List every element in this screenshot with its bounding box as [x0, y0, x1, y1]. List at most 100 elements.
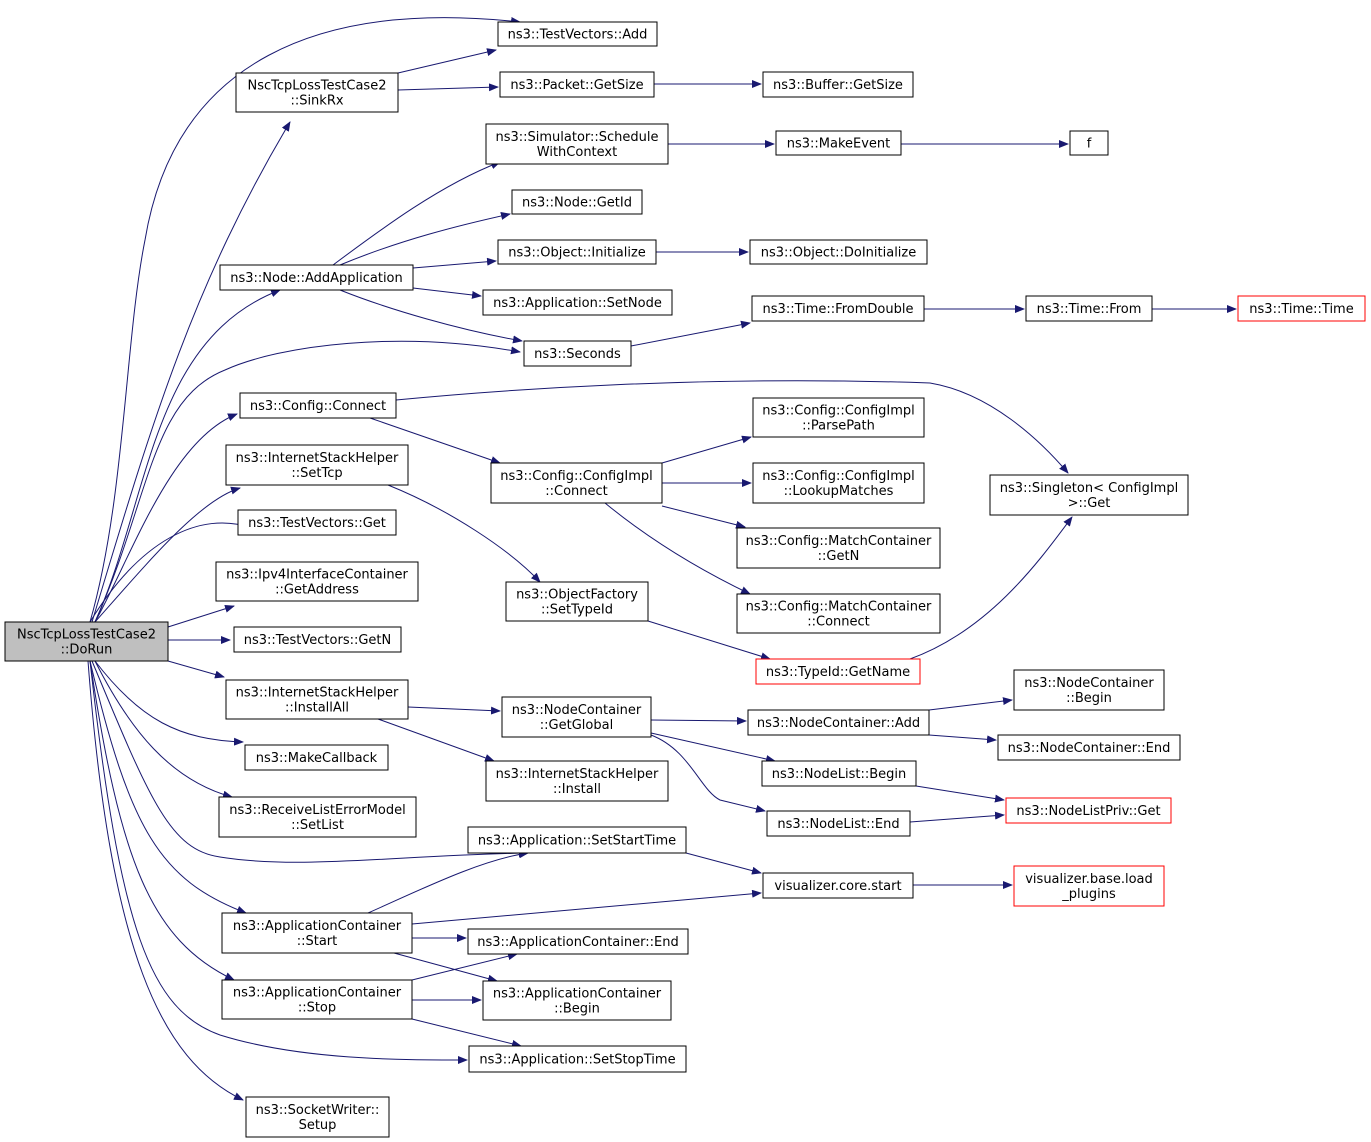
node-box: [225, 444, 409, 486]
node-label: ns3::SocketWriter::: [256, 1103, 380, 1118]
node-rlem-setlist[interactable]: ns3::ReceiveListErrorModel::SetList: [218, 796, 417, 838]
node-object-doinitialize[interactable]: ns3::Object::DoInitialize: [749, 239, 928, 265]
call-edge: [397, 83, 499, 92]
node-ac-begin[interactable]: ns3::ApplicationContainer::Begin: [482, 980, 672, 1021]
call-edge: [928, 697, 1013, 711]
node-label: ns3::MakeCallback: [256, 751, 378, 766]
node-f[interactable]: f: [1069, 130, 1109, 156]
node-node-addapplication[interactable]: ns3::Node::AddApplication: [219, 264, 414, 291]
call-edge: [94, 660, 233, 799]
node-box: [218, 796, 417, 838]
call-edge: [387, 484, 541, 583]
node-time-time[interactable]: ns3::Time::Time: [1237, 295, 1366, 322]
node-ish-settcp[interactable]: ns3::InternetStackHelper::SetTcp: [225, 444, 409, 486]
node-label: ns3::Config::MatchContainer: [746, 534, 932, 549]
node-sinkrx[interactable]: NscTcpLossTestCase2::SinkRx: [235, 72, 399, 113]
node-box: [1025, 295, 1153, 322]
node-label: ns3::Time::FromDouble: [763, 302, 914, 317]
node-configimpl-connect[interactable]: ns3::Config::ConfigImpl::Connect: [490, 462, 663, 504]
node-label: ns3::ApplicationContainer: [233, 986, 402, 1001]
node-config-connect[interactable]: ns3::Config::Connect: [239, 392, 397, 419]
node-label: ::GetAddress: [275, 583, 359, 598]
node-box: [4, 621, 169, 662]
node-buffer-getsize[interactable]: ns3::Buffer::GetSize: [762, 71, 914, 98]
node-box: [482, 289, 673, 316]
node-label: ::SetTypeId: [541, 603, 613, 618]
node-nc-add[interactable]: ns3::NodeContainer::Add: [747, 709, 930, 736]
node-seconds[interactable]: ns3::Seconds: [523, 340, 632, 367]
node-app-setstarttime[interactable]: ns3::Application::SetStartTime: [467, 826, 687, 854]
node-configimpl-lookupmatches[interactable]: ns3::Config::ConfigImpl::LookupMatches: [752, 462, 925, 504]
node-socketwriter-setup[interactable]: ns3::SocketWriter::Setup: [245, 1096, 390, 1138]
node-label: ns3::NodeContainer: [1024, 676, 1154, 691]
node-nodelistpriv-get[interactable]: ns3::NodeListPriv::Get: [1005, 797, 1172, 824]
node-packet-getsize[interactable]: ns3::Packet::GetSize: [499, 71, 655, 98]
call-edge: [89, 660, 235, 981]
node-nc-getglobal[interactable]: ns3::NodeContainer::GetGlobal: [501, 696, 652, 738]
node-visualizer-load[interactable]: visualizer.base.load_plugins: [1013, 865, 1165, 907]
node-label: ::SinkRx: [290, 94, 343, 109]
call-edge: [411, 952, 518, 981]
node-objectfactory-settypeid[interactable]: ns3::ObjectFactory::SetTypeId: [505, 581, 649, 622]
node-label: ::LookupMatches: [784, 484, 894, 499]
node-label: ns3::ReceiveListErrorModel: [229, 803, 405, 818]
node-application-setnode[interactable]: ns3::Application::SetNode: [482, 289, 673, 316]
node-box: [233, 626, 402, 653]
node-ish-install[interactable]: ns3::InternetStackHelper::Install: [485, 760, 669, 802]
call-edge: [395, 380, 1069, 474]
node-label: ns3::Seconds: [534, 347, 621, 362]
node-label: ::Stop: [298, 1001, 336, 1016]
call-edge: [650, 732, 776, 763]
node-box: [775, 130, 902, 156]
node-box: [244, 744, 389, 771]
node-nc-end[interactable]: ns3::NodeContainer::End: [997, 734, 1181, 761]
node-box: [736, 527, 941, 569]
node-label: ::Connect: [807, 615, 870, 630]
call-edge: [661, 505, 746, 529]
node-root[interactable]: NscTcpLossTestCase2::DoRun: [4, 621, 169, 662]
call-edge: [94, 289, 281, 623]
node-nodelist-begin[interactable]: ns3::NodeList::Begin: [761, 760, 917, 787]
node-box: [467, 826, 687, 854]
node-time-from[interactable]: ns3::Time::From: [1025, 295, 1153, 322]
node-ipv4-getaddress[interactable]: ns3::Ipv4InterfaceContainer::GetAddress: [215, 561, 419, 602]
node-object-initialize[interactable]: ns3::Object::Initialize: [497, 239, 657, 265]
node-node-getid[interactable]: ns3::Node::GetId: [511, 189, 643, 215]
node-time-fromdouble[interactable]: ns3::Time::FromDouble: [751, 295, 925, 322]
node-box: [485, 123, 669, 165]
node-label: visualizer.base.load: [1025, 872, 1153, 887]
node-make-callback[interactable]: ns3::MakeCallback: [244, 744, 389, 771]
node-tv-getn[interactable]: ns3::TestVectors::GetN: [233, 626, 402, 653]
node-nodelist-end[interactable]: ns3::NodeList::End: [766, 810, 911, 837]
node-label: ::SetList: [291, 818, 344, 833]
node-box: [501, 696, 652, 738]
node-box: [761, 760, 917, 787]
node-visualizer-start[interactable]: visualizer.core.start: [762, 872, 914, 899]
node-label: _plugins: [1061, 887, 1116, 902]
node-ac-start[interactable]: ns3::ApplicationContainer::Start: [221, 912, 413, 954]
node-ac-end[interactable]: ns3::ApplicationContainer::End: [467, 928, 689, 955]
node-typeid-getname[interactable]: ns3::TypeId::GetName: [755, 658, 921, 685]
call-edge: [604, 502, 751, 595]
node-configimpl-parsepath[interactable]: ns3::Config::ConfigImpl::ParsePath: [752, 397, 925, 438]
node-make-event[interactable]: ns3::MakeEvent: [775, 130, 902, 156]
node-tv-get[interactable]: ns3::TestVectors::Get: [237, 509, 397, 536]
call-edge: [89, 660, 247, 914]
node-matchcontainer-connect[interactable]: ns3::Config::MatchContainer::Connect: [736, 593, 941, 634]
node-ac-stop[interactable]: ns3::ApplicationContainer::Stop: [221, 979, 413, 1020]
node-matchcontainer-getn[interactable]: ns3::Config::MatchContainer::GetN: [736, 527, 941, 569]
node-label: ns3::Packet::GetSize: [510, 78, 643, 93]
node-label: ::Start: [297, 934, 338, 949]
node-box: [1005, 797, 1172, 824]
node-label: ns3::ApplicationContainer: [493, 987, 662, 1002]
node-app-setstoptime[interactable]: ns3::Application::SetStopTime: [468, 1045, 687, 1073]
node-label: >::Get: [1068, 496, 1111, 511]
node-box: [221, 912, 413, 954]
node-nc-begin[interactable]: ns3::NodeContainer::Begin: [1013, 669, 1165, 711]
node-label: ns3::Time::From: [1037, 302, 1142, 317]
node-label: ::DoRun: [61, 643, 113, 658]
node-tv-add[interactable]: ns3::TestVectors::Add: [497, 21, 658, 47]
node-ish-installall[interactable]: ns3::InternetStackHelper::InstallAll: [225, 679, 409, 720]
node-singleton-get[interactable]: ns3::Singleton< ConfigImpl >::Get: [989, 474, 1189, 516]
